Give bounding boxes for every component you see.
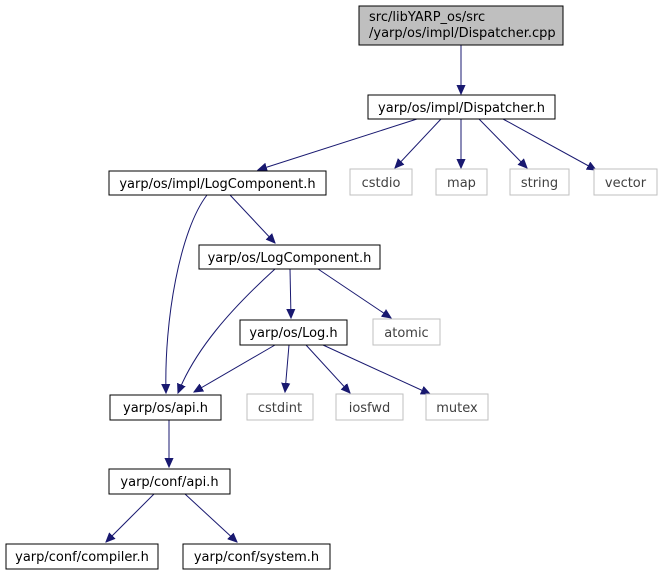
atomic-label: atomic <box>384 326 428 341</box>
node-log-h[interactable]: yarp/os/Log.h <box>239 319 348 346</box>
logcomponent-h-label: yarp/os/LogComponent.h <box>208 251 372 266</box>
log-h-label: yarp/os/Log.h <box>249 326 337 341</box>
api-h-label: yarp/os/api.h <box>123 401 208 416</box>
edge-conf-api-h-to-compiler-h <box>106 493 155 542</box>
conf-api-h-label: yarp/conf/api.h <box>120 475 218 490</box>
edge-logcomponent-h-to-atomic <box>317 268 391 318</box>
edge-logcomponent-h-to-log-h <box>290 268 291 318</box>
node-atomic: atomic <box>372 318 441 346</box>
edge-log-h-to-mutex <box>322 344 430 394</box>
mutex-label: mutex <box>436 401 478 416</box>
iosfwd-label: iosfwd <box>349 401 391 416</box>
node-conf-api-h[interactable]: yarp/conf/api.h <box>108 468 231 495</box>
node-string: string <box>509 168 570 196</box>
compiler-h-label: yarp/conf/compiler.h <box>15 550 149 565</box>
edge-log-h-to-api-h <box>194 344 276 392</box>
node-logcomponent-h[interactable]: yarp/os/LogComponent.h <box>198 244 381 270</box>
node-root-file: src/libYARP_os/src /yarp/os/impl/Dispatc… <box>358 5 564 46</box>
nodes: src/libYARP_os/src /yarp/os/impl/Dispatc… <box>5 5 658 570</box>
cstdio-label: cstdio <box>362 176 401 191</box>
node-mutex: mutex <box>425 393 489 421</box>
node-api-h[interactable]: yarp/os/api.h <box>109 394 222 421</box>
node-vector: vector <box>593 168 658 196</box>
vector-label: vector <box>605 176 647 191</box>
edge-dispatcher-h-to-impl-logcomponent-h <box>258 118 418 170</box>
edge-log-h-to-iosfwd <box>305 344 350 393</box>
edge-logcomponent-h-to-api-h <box>178 268 276 393</box>
edges <box>106 45 596 542</box>
node-map: map <box>435 168 488 196</box>
root-file-line-2: /yarp/os/impl/Dispatcher.cpp <box>369 26 556 41</box>
node-dispatcher-h[interactable]: yarp/os/impl/Dispatcher.h <box>367 94 556 120</box>
edge-impl-logcomponent-h-to-logcomponent-h <box>229 194 275 243</box>
root-file-line-1: src/libYARP_os/src <box>369 10 485 25</box>
cstdint-label: cstdint <box>258 401 302 416</box>
edge-dispatcher-h-to-cstdio <box>395 118 442 168</box>
edge-log-h-to-cstdint <box>285 344 289 392</box>
system-h-label: yarp/conf/system.h <box>194 550 319 565</box>
node-compiler-h[interactable]: yarp/conf/compiler.h <box>5 543 159 570</box>
string-label: string <box>521 176 558 191</box>
node-iosfwd: iosfwd <box>335 393 404 421</box>
edge-conf-api-h-to-system-h <box>184 493 237 542</box>
map-label: map <box>447 176 476 191</box>
impl-logcomponent-h-label: yarp/os/impl/LogComponent.h <box>119 177 315 192</box>
node-cstdint: cstdint <box>246 393 314 421</box>
edge-dispatcher-h-to-vector <box>502 118 596 170</box>
node-cstdio: cstdio <box>349 168 413 196</box>
edge-dispatcher-h-to-string <box>478 118 527 168</box>
dispatcher-h-label: yarp/os/impl/Dispatcher.h <box>378 101 545 116</box>
node-impl-logcomponent-h[interactable]: yarp/os/impl/LogComponent.h <box>108 170 327 196</box>
node-system-h[interactable]: yarp/conf/system.h <box>182 543 331 570</box>
edge-impl-logcomponent-h-to-api-h <box>166 194 208 393</box>
